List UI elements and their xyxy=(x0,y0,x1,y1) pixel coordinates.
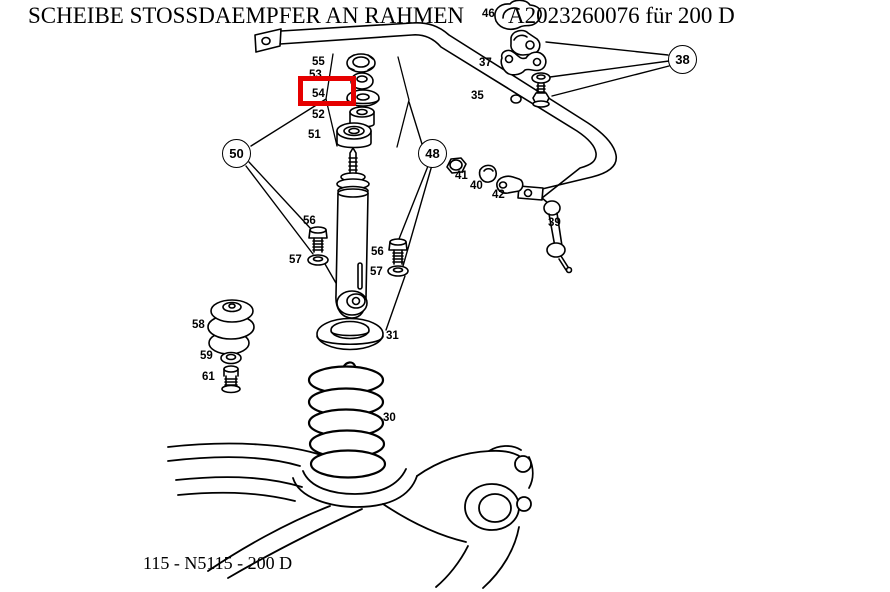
callout-57-right[interactable]: 57 xyxy=(370,266,383,278)
callout-55[interactable]: 55 xyxy=(312,56,325,68)
callout-57-left[interactable]: 57 xyxy=(289,254,302,266)
callout-35[interactable]: 35 xyxy=(471,90,484,102)
bracket-42-drawing xyxy=(496,175,524,194)
page-title: SCHEIBE STOSSDAEMPFER AN RAHMEN xyxy=(28,3,465,28)
callout-46[interactable]: 46 xyxy=(482,8,495,20)
washer-57-left-drawing xyxy=(307,254,329,266)
callout-39[interactable]: 39 xyxy=(548,217,561,229)
stabilizer-clamp-drawing xyxy=(494,0,542,31)
bolt-61-drawing xyxy=(221,365,241,394)
callout-31[interactable]: 31 xyxy=(386,330,399,342)
stabilizer-bar-drawing xyxy=(254,22,617,201)
callout-30[interactable]: 30 xyxy=(383,412,396,424)
washer-59-drawing xyxy=(220,351,242,365)
washer-57-right-drawing xyxy=(387,265,409,277)
bar-bushing-drawing xyxy=(510,29,541,56)
callout-56-right[interactable]: 56 xyxy=(371,246,384,258)
callout-56-left[interactable]: 56 xyxy=(303,215,316,227)
callout-54[interactable]: 54 xyxy=(312,88,325,100)
bolt-56-right-drawing xyxy=(388,238,408,265)
bump-stop-58-drawing xyxy=(207,299,255,355)
link-39-drawing xyxy=(541,197,573,274)
callout-61[interactable]: 61 xyxy=(202,371,215,383)
rear-axle-drawing xyxy=(167,442,534,589)
footer-reference: 115 - N5115 - 200 D xyxy=(143,553,293,573)
leader-lines xyxy=(245,41,670,331)
callout-51[interactable]: 51 xyxy=(308,129,321,141)
group-brackets xyxy=(325,53,410,148)
group-callout-48[interactable]: 48 xyxy=(418,139,447,168)
coil-spring-30-drawing xyxy=(307,361,387,479)
callout-40[interactable]: 40 xyxy=(470,180,483,192)
nut-55-drawing xyxy=(346,53,376,73)
nut-41-drawing xyxy=(446,157,467,174)
mount-51-drawing xyxy=(336,122,372,149)
bolt-56-left-drawing xyxy=(308,226,328,253)
group-callout-50[interactable]: 50 xyxy=(222,139,251,168)
bracket-bolt-drawing xyxy=(532,83,550,108)
callout-42[interactable]: 42 xyxy=(492,189,505,201)
group-callout-38[interactable]: 38 xyxy=(668,45,697,74)
callout-59[interactable]: 59 xyxy=(200,350,213,362)
bracket-washer-drawing xyxy=(531,72,551,84)
clamp-bracket-drawing xyxy=(500,49,547,76)
callout-37[interactable]: 37 xyxy=(479,57,492,69)
spring-pad-31-drawing xyxy=(316,317,384,351)
callout-58[interactable]: 58 xyxy=(192,319,205,331)
callout-52[interactable]: 52 xyxy=(312,109,325,121)
shock-absorber-drawing xyxy=(335,147,370,319)
bushing-40-drawing xyxy=(478,164,497,183)
highlight-box xyxy=(298,76,356,106)
callout-41[interactable]: 41 xyxy=(455,170,468,182)
part-number-title: A2023260076 für 200 D xyxy=(508,3,735,28)
